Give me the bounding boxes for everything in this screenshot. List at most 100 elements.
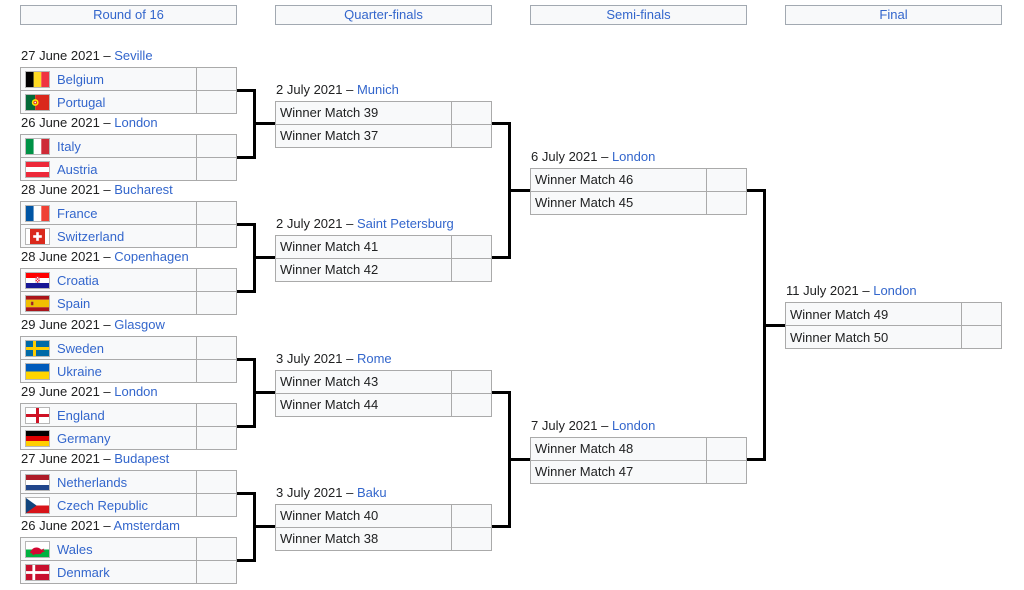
- team-link[interactable]: Portugal: [57, 94, 106, 110]
- column-header-link[interactable]: Final: [879, 7, 908, 22]
- team-link[interactable]: Switzerland: [57, 228, 125, 244]
- team-placeholder: Winner Match 37: [280, 128, 379, 143]
- team-cell: France: [21, 202, 197, 224]
- wales-flag-icon: [25, 540, 50, 558]
- match-date: 7 July 2021 – London: [531, 418, 655, 435]
- team-link[interactable]: Ukraine: [57, 363, 102, 379]
- match-city-link[interactable]: Rome: [356, 350, 392, 366]
- team-placeholder: Winner Match 39: [280, 105, 379, 120]
- team-link[interactable]: Spain: [57, 295, 91, 311]
- team-cell: Winner Match 44: [276, 393, 452, 416]
- bracket-connector-line: [492, 122, 511, 125]
- team-placeholder: Winner Match 43: [280, 374, 379, 389]
- score-cell: [197, 561, 236, 583]
- match-city-link[interactable]: Munich: [356, 81, 399, 97]
- team-placeholder: Winner Match 48: [535, 441, 634, 456]
- match-date: 26 June 2021 – Amsterdam: [21, 518, 180, 535]
- team-row: Winner Match 45: [531, 191, 746, 214]
- match-date: 28 June 2021 – Copenhagen: [21, 249, 189, 266]
- match-date-text: 3 July 2021 –: [276, 484, 357, 500]
- team-row: Portugal: [21, 91, 236, 113]
- team-placeholder: Winner Match 41: [280, 239, 379, 254]
- team-placeholder: Winner Match 49: [790, 306, 889, 322]
- column-header-link[interactable]: Quarter-finals: [344, 7, 423, 22]
- match-date: 27 June 2021 – Seville: [21, 48, 153, 65]
- match-city-link[interactable]: Amsterdam: [113, 518, 180, 533]
- team-row: Winner Match 48: [531, 437, 746, 461]
- match-city-link[interactable]: London: [611, 148, 656, 164]
- team-cell: Austria: [21, 158, 197, 180]
- match-city-link[interactable]: London: [611, 417, 656, 433]
- match-city-link[interactable]: Copenhagen: [114, 249, 189, 264]
- team-link[interactable]: Croatia: [57, 272, 99, 288]
- team-cell: Sweden: [21, 337, 197, 359]
- column-header-round-of-16[interactable]: Round of 16: [20, 5, 237, 25]
- match-city-link[interactable]: Baku: [356, 484, 387, 500]
- team-link[interactable]: Italy: [57, 138, 81, 154]
- score-cell: [962, 326, 1001, 348]
- match-city-link[interactable]: Budapest: [114, 451, 170, 466]
- match-date-text: 7 July 2021 –: [531, 417, 612, 433]
- score-cell: [197, 269, 236, 291]
- score-cell: [197, 202, 236, 224]
- team-row: France: [21, 202, 236, 225]
- team-cell: Winner Match 45: [531, 191, 707, 214]
- team-cell: Winner Match 39: [276, 101, 452, 124]
- team-row: Winner Match 42: [276, 258, 491, 281]
- match-city-link[interactable]: London: [114, 115, 158, 130]
- team-row: Winner Match 44: [276, 393, 491, 416]
- team-cell: Winner Match 37: [276, 124, 452, 147]
- match-city-link[interactable]: Glasgow: [114, 317, 165, 332]
- team-link[interactable]: Germany: [57, 430, 111, 446]
- team-row: Germany: [21, 427, 236, 449]
- match-city-link[interactable]: London: [114, 384, 158, 399]
- match-date-text: 11 July 2021 –: [786, 283, 874, 298]
- team-link[interactable]: Netherlands: [57, 474, 128, 490]
- score-cell: [197, 337, 236, 359]
- column-header-semi-finals[interactable]: Semi-finals: [530, 5, 747, 25]
- match-date: 2 July 2021 – Saint Petersburg: [276, 216, 454, 233]
- match-table: Winner Match 39 Winner Match 37: [275, 100, 492, 148]
- column-header-quarter-finals[interactable]: Quarter-finals: [275, 5, 492, 25]
- column-header-link[interactable]: Round of 16: [93, 7, 164, 22]
- team-link[interactable]: Sweden: [57, 340, 104, 356]
- team-placeholder: Winner Match 40: [280, 508, 379, 523]
- score-cell: [197, 494, 236, 516]
- team-cell: Switzerland: [21, 225, 197, 247]
- bracket-connector-line: [763, 189, 766, 461]
- team-link[interactable]: Denmark: [57, 564, 110, 580]
- column-header-link[interactable]: Semi-finals: [606, 7, 671, 22]
- team-cell: Germany: [21, 427, 197, 449]
- team-row: Winner Match 49: [786, 303, 1001, 326]
- team-cell: Winner Match 49: [786, 303, 962, 325]
- team-link[interactable]: England: [57, 407, 105, 423]
- portugal-flag-icon: [25, 93, 50, 111]
- team-link[interactable]: Belgium: [57, 71, 104, 87]
- team-link[interactable]: Austria: [57, 161, 98, 177]
- match-city-link[interactable]: Bucharest: [114, 182, 173, 197]
- team-link[interactable]: Wales: [57, 541, 93, 557]
- match-date-text: 29 June 2021 –: [21, 317, 115, 332]
- team-placeholder: Winner Match 38: [280, 531, 379, 546]
- bracket-connector-line: [508, 391, 511, 528]
- match-date-text: 26 June 2021 –: [21, 518, 114, 533]
- team-cell: Czech Republic: [21, 494, 197, 516]
- team-link[interactable]: Czech Republic: [57, 497, 149, 513]
- team-row: Winner Match 41: [276, 235, 491, 259]
- match-city-link[interactable]: Seville: [114, 48, 153, 63]
- column-header-final[interactable]: Final: [785, 5, 1002, 25]
- score-cell: [452, 505, 491, 527]
- match-city-link[interactable]: Saint Petersburg: [356, 215, 454, 231]
- team-link[interactable]: France: [57, 205, 98, 221]
- match-city-link[interactable]: London: [873, 283, 917, 298]
